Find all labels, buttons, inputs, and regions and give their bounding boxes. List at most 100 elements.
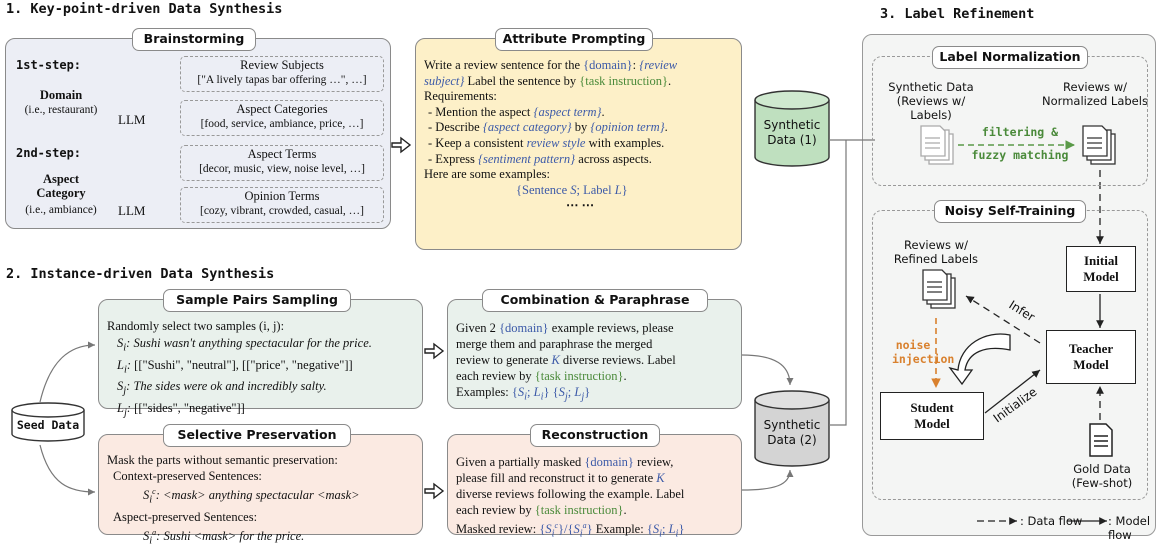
sample-pairs-tab: Sample Pairs Sampling: [163, 289, 351, 312]
brainstorming-panel: [5, 38, 391, 229]
synthetic-data-1-cylinder: [754, 90, 830, 167]
llm-label-2: LLM: [118, 203, 146, 218]
step2-label: 2nd-step:: [16, 146, 82, 160]
comb-line-5: Examples: {Si; Li} {Sj; Lj}: [456, 385, 591, 403]
seed-data-cylinder: [11, 402, 85, 442]
sample-line-1: Randomly select two samples (i, j):: [107, 319, 285, 333]
sample-lj: Lj: [["sides", "negative"]]: [117, 400, 245, 419]
refined-docs-icon: [922, 269, 956, 309]
attr-line-6: - Keep a consistent review style with ex…: [428, 135, 665, 150]
attr-line-4: - Mention the aspect {aspect term}.: [428, 104, 605, 119]
aspect-terms-value: [decor, music, view, noise level, …]: [199, 163, 365, 175]
reconstruction-tab: Reconstruction: [530, 424, 660, 447]
seed-data-label: Seed Data: [16, 418, 80, 432]
combination-panel: [447, 299, 742, 409]
review-subjects-box: Review Subjects ["A lively tapas bar off…: [180, 56, 384, 92]
attr-line-9: {Sentence S; Label L}: [516, 182, 628, 197]
selective-line-2: Context-preserved Sentences:: [113, 469, 262, 483]
selective-text: Mask the parts without semantic preserva…: [107, 452, 360, 549]
recon-line-2: please fill and reconstruct it to genera…: [456, 471, 665, 485]
gold-doc-icon: [1089, 423, 1113, 457]
selective-line-4: Aspect-preserved Sentences:: [113, 509, 258, 524]
filtering-label: filtering &: [981, 125, 1059, 139]
synthetic-docs-icon: [920, 125, 954, 165]
hollow-arrows: [391, 136, 445, 500]
label-normalization-tab: Label Normalization: [932, 46, 1088, 69]
synthetic-data-2-cylinder: [754, 390, 830, 467]
domain-label: Domain: [20, 88, 102, 104]
opinion-terms-value: [cozy, vibrant, crowded, casual, …]: [199, 205, 365, 217]
loop-arrow-icon: [948, 333, 1011, 386]
legend-data-flow: : Data flow: [1020, 514, 1083, 528]
selective-line-1: Mask the parts without semantic preserva…: [107, 453, 338, 467]
attr-line-8: Here are some examples:: [424, 167, 550, 182]
selective-preservation-panel: [98, 434, 423, 535]
reconstruction-text: Given a partially masked {domain} review…: [456, 454, 684, 543]
synthetic-data-caption: Synthetic Data(Reviews w/ Labels): [888, 80, 974, 122]
opinion-terms-box: Opinion Terms [cozy, vibrant, crowded, c…: [180, 187, 384, 223]
comb-line-4: each review by {task instruction}.: [456, 369, 627, 383]
aspect-terms-title: Aspect Terms: [247, 147, 317, 161]
combination-text: Given 2 {domain} example reviews, please…: [456, 320, 676, 406]
llm-label-1: LLM: [118, 112, 146, 127]
section-title-3: 3. Label Refinement: [880, 6, 1035, 22]
aspect-category-example: (i.e., ambiance): [25, 204, 97, 216]
domain-example: (i.e., restaurant): [24, 104, 98, 116]
aspect-category-label: Aspect Category: [20, 172, 102, 200]
aspect-categories-box: Aspect Categories [food, service, ambian…: [180, 100, 384, 136]
comb-line-3: review to generate K diverse reviews. La…: [456, 353, 676, 367]
aspect-categories-title: Aspect Categories: [236, 102, 328, 116]
attr-line-7: - Express {sentiment pattern} across asp…: [428, 151, 652, 166]
sample-li: Li: [["Sushi", "neutral"], [["price", "n…: [117, 357, 353, 376]
aspect-text: Aspect: [42, 172, 80, 186]
refined-labels-caption: Reviews w/Refined Labels: [893, 238, 979, 266]
category-text: Category: [36, 186, 86, 200]
attr-line-1: Write a review sentence for the {domain}…: [424, 58, 678, 72]
reconstruction-panel: [447, 434, 742, 535]
step1-label: 1st-step:: [16, 58, 82, 72]
opinion-terms-title: Opinion Terms: [244, 189, 320, 203]
review-subjects-value: ["A lively tapas bar offering …", …]: [197, 74, 367, 86]
attr-line-2: subject} Label the sentence by {task ins…: [424, 73, 672, 88]
brainstorming-tab: Brainstorming: [132, 28, 256, 51]
sample-pairs-panel: [98, 299, 423, 409]
comb-line-2: merge them and paraphrase the merged: [456, 337, 653, 351]
recon-line-1: Given a partially masked {domain} review…: [456, 455, 674, 469]
recon-line-3: diverse reviews following the example. L…: [456, 487, 685, 501]
attribute-prompting-tab: Attribute Prompting: [495, 28, 653, 51]
attribute-prompt-text: Write a review sentence for the {domain}…: [424, 58, 677, 214]
normalized-docs-icon: [1082, 125, 1116, 165]
normalized-labels-caption: Reviews w/Normalized Labels: [1042, 80, 1148, 108]
recon-line-4: each review by {task instruction}.: [456, 503, 627, 517]
recon-line-5: Masked review: {Sic}/{Sia} Example: {Si;…: [456, 521, 685, 540]
selective-line-3: Sic: <mask> anything spectacular <mask>: [143, 487, 360, 506]
gold-data-caption: Gold Data(Few-shot): [1071, 462, 1133, 490]
sample-pairs-text: Randomly select two samples (i, j): Si: …: [107, 318, 372, 421]
attribute-prompting-panel: [415, 38, 742, 250]
legend-model-flow: : Model flow: [1108, 514, 1151, 542]
fuzzy-matching-label: fuzzy matching: [971, 148, 1069, 162]
section-title-1: 1. Key-point-driven Data Synthesis: [6, 1, 283, 17]
aspect-terms-box: Aspect Terms [decor, music, view, noise …: [180, 145, 384, 181]
selective-preservation-tab: Selective Preservation: [163, 424, 351, 447]
combination-tab: Combination & Paraphrase: [482, 289, 708, 312]
aspect-categories-value: [food, service, ambiance, price, …]: [200, 118, 364, 130]
comb-line-1: Given 2 {domain} example reviews, please: [456, 321, 674, 335]
sample-sj: Sj: The sides were ok and incredibly sal…: [117, 379, 327, 397]
attr-line-10: ⋯ ⋯: [566, 198, 595, 213]
review-subjects-title: Review Subjects: [240, 58, 324, 72]
section-title-2: 2. Instance-driven Data Synthesis: [6, 266, 275, 282]
attr-line-5: - Describe {aspect category} by {opinion…: [428, 120, 668, 135]
sample-si: Si: Sushi wasn't anything spectacular fo…: [117, 336, 372, 354]
noisy-self-training-tab: Noisy Self-Training: [934, 200, 1086, 223]
attr-line-3: Requirements:: [424, 89, 497, 104]
selective-line-5: Sia: Sushi <mask> for the price.: [143, 527, 305, 547]
domain-text: Domain: [39, 88, 83, 102]
